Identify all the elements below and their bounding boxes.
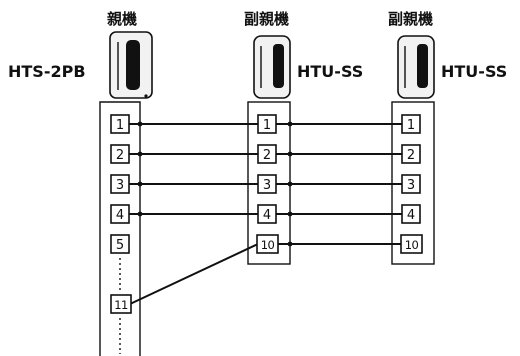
junction-dots (137, 121, 293, 247)
master-terminal-11: 11 (114, 298, 128, 312)
sub2-terminal-4: 4 (407, 208, 415, 223)
sub1-terminal-1: 1 (263, 118, 271, 133)
master-model: HTS-2PB (8, 62, 86, 81)
sub1-terminal-3: 3 (263, 178, 271, 193)
master-title: 親機 (107, 10, 137, 28)
sub2-model: HTU-SS (441, 62, 507, 81)
master-terminal-5: 5 (116, 238, 124, 253)
master-terminals: 1 2 3 4 5 11 (110, 114, 132, 314)
master-terminal-1: 1 (116, 118, 124, 133)
sub2-terminals: 1 2 3 4 10 (400, 114, 423, 254)
sub1-terminal-10: 10 (261, 238, 275, 252)
sub1-terminal-4: 4 (263, 208, 271, 223)
wires (128, 123, 402, 305)
sub1-title: 副親機 (244, 10, 289, 28)
sub1-terminal-2: 2 (263, 148, 271, 163)
master-terminal-strip (99, 101, 141, 356)
master-terminal-2: 2 (116, 148, 124, 163)
sub1-phone-icon (253, 35, 291, 99)
sub2-terminal-10: 10 (405, 238, 419, 252)
sub2-terminal-3: 3 (407, 178, 415, 193)
sub1-terminals: 1 2 3 4 10 (256, 114, 279, 254)
sub2-title: 副親機 (388, 10, 433, 28)
sub2-phone-icon (397, 35, 435, 99)
master-terminal-4: 4 (116, 208, 124, 223)
sub1-model: HTU-SS (297, 62, 363, 81)
wire-11-to-10 (129, 243, 259, 305)
master-terminal-3: 3 (116, 178, 124, 193)
master-phone-icon (109, 31, 153, 99)
sub2-terminal-1: 1 (407, 118, 415, 133)
sub2-terminal-2: 2 (407, 148, 415, 163)
